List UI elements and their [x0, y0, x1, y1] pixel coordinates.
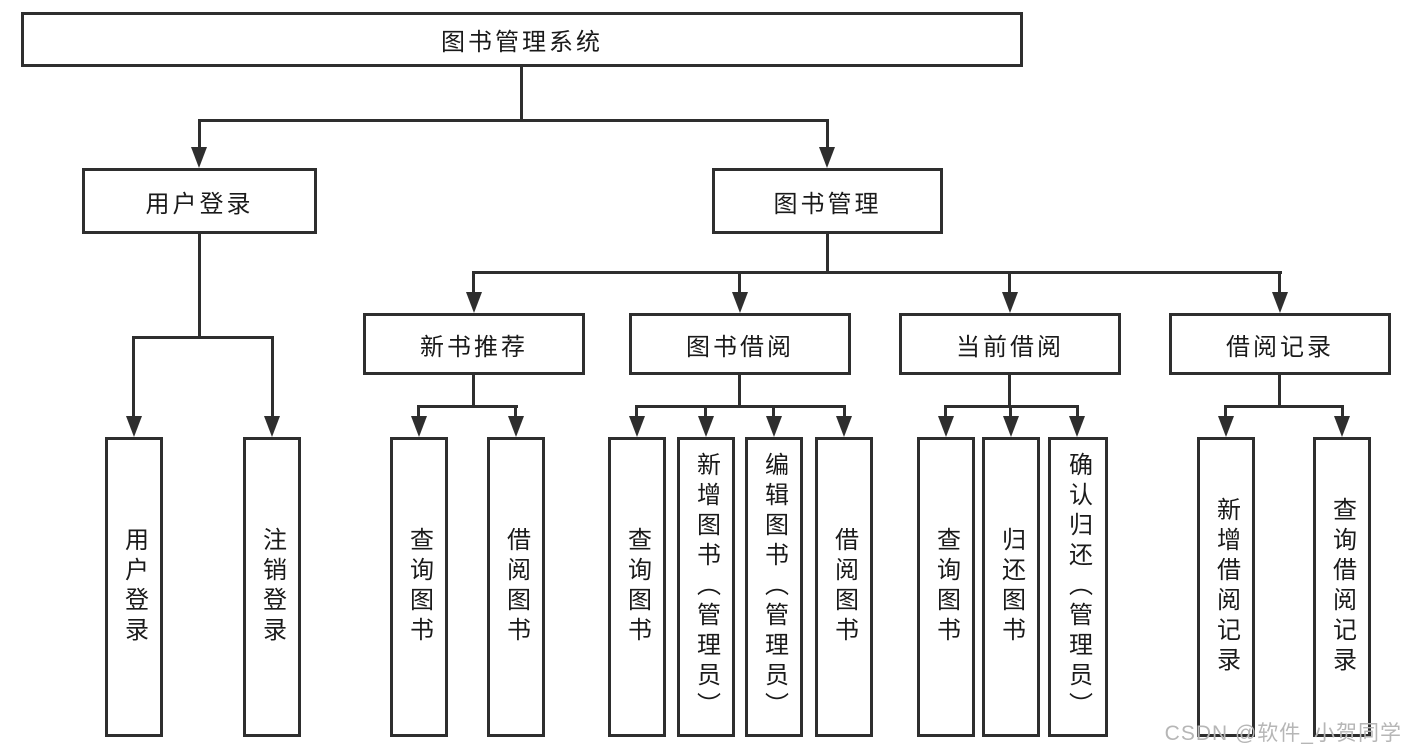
- connector-drop-l3: [738, 271, 741, 297]
- node-label: 当前借阅: [956, 333, 1064, 361]
- leaf-borrow-books-recommend: 借阅图书: [487, 437, 545, 737]
- arrow-down-icon: [1003, 416, 1019, 437]
- arrow-down-icon: [264, 416, 280, 437]
- arrow-down-icon: [508, 416, 524, 437]
- connector-drop-leaf: [704, 405, 707, 420]
- node-library-management-system: 图书管理系统: [21, 12, 1023, 67]
- arrow-down-icon: [698, 416, 714, 437]
- csdn-watermark: CSDN @软件_小贺同学: [1164, 722, 1402, 745]
- connector-drop-leaf: [417, 405, 420, 420]
- node-label: 新书推荐: [420, 333, 528, 361]
- node-label: 注销登录: [258, 527, 286, 647]
- node-label: 查询图书: [405, 527, 433, 647]
- connector-drop-leaf: [132, 336, 135, 419]
- arrow-down-icon: [411, 416, 427, 437]
- leaf-return-book: 归还图书: [982, 437, 1040, 737]
- node-label: 图书管理系统: [441, 29, 603, 56]
- connector-l3-split: [1224, 405, 1344, 408]
- node-label: 新增借阅记录: [1212, 497, 1240, 677]
- node-label: 确认归还（管理员）: [1064, 452, 1092, 722]
- connector-l3-stem: [1278, 375, 1281, 408]
- connector-login-stem: [198, 234, 201, 339]
- node-label: 查询借阅记录: [1328, 497, 1356, 677]
- connector-l3-stem: [738, 375, 741, 408]
- node-borrowing-records: 借阅记录: [1169, 313, 1391, 375]
- leaf-add-book-admin: 新增图书（管理员）: [677, 437, 735, 737]
- arrow-down-icon: [1069, 416, 1085, 437]
- node-label: 借阅图书: [502, 527, 530, 647]
- node-label: 查询图书: [932, 527, 960, 647]
- node-label: 编辑图书（管理员）: [760, 452, 788, 722]
- connector-drop-leaf: [1224, 405, 1227, 420]
- node-label: 查询图书: [623, 527, 651, 647]
- node-book-borrowing: 图书借阅: [629, 313, 851, 375]
- connector-drop-l3: [472, 271, 475, 297]
- leaf-query-books-current: 查询图书: [917, 437, 975, 737]
- connector-drop-l3: [1278, 271, 1281, 297]
- connector-drop-leaf: [843, 405, 846, 420]
- arrow-down-icon: [466, 292, 482, 313]
- connector-drop-leaf: [635, 405, 638, 420]
- connector-l3-stem: [472, 375, 475, 408]
- arrow-down-icon: [766, 416, 782, 437]
- connector-root-split: [198, 119, 829, 122]
- arrow-down-icon: [836, 416, 852, 437]
- arrow-down-icon: [1218, 416, 1234, 437]
- connector-drop-leaf: [1076, 405, 1079, 420]
- leaf-edit-book-admin: 编辑图书（管理员）: [745, 437, 803, 737]
- arrow-down-icon: [126, 416, 142, 437]
- arrow-down-icon: [191, 147, 207, 168]
- node-label: 图书借阅: [686, 333, 794, 361]
- connector-drop-book-mgmt: [826, 119, 829, 151]
- connector-drop-leaf: [271, 336, 274, 419]
- node-label: 新增图书（管理员）: [692, 452, 720, 722]
- node-label: 用户登录: [145, 190, 254, 218]
- node-user-login: 用户登录: [82, 168, 317, 234]
- connector-drop-leaf: [772, 405, 775, 420]
- connector-login-split: [132, 336, 274, 339]
- node-label: 借阅记录: [1226, 333, 1334, 361]
- connector-l3-split: [417, 405, 518, 408]
- connector-drop-user-login: [198, 119, 201, 151]
- arrow-down-icon: [629, 416, 645, 437]
- leaf-user-login: 用户登录: [105, 437, 163, 737]
- node-new-book-recommend: 新书推荐: [363, 313, 585, 375]
- node-current-borrowing: 当前借阅: [899, 313, 1121, 375]
- connector-mgmt-stem: [826, 234, 829, 274]
- node-book-management: 图书管理: [712, 168, 943, 234]
- leaf-confirm-return-admin: 确认归还（管理员）: [1048, 437, 1108, 737]
- arrow-down-icon: [819, 147, 835, 168]
- node-label: 借阅图书: [830, 527, 858, 647]
- arrow-down-icon: [1272, 292, 1288, 313]
- leaf-query-books-recommend: 查询图书: [390, 437, 448, 737]
- arrow-down-icon: [938, 416, 954, 437]
- connector-mgmt-split: [472, 271, 1282, 274]
- connector-l3-stem: [1008, 375, 1011, 408]
- node-label: 归还图书: [997, 527, 1025, 647]
- leaf-add-borrow-record: 新增借阅记录: [1197, 437, 1255, 737]
- arrow-down-icon: [732, 292, 748, 313]
- connector-drop-leaf: [944, 405, 947, 420]
- leaf-query-books-borrowing: 查询图书: [608, 437, 666, 737]
- connector-l3-split: [635, 405, 846, 408]
- connector-drop-leaf: [514, 405, 517, 420]
- connector-root-stem: [520, 67, 523, 121]
- leaf-query-borrow-record: 查询借阅记录: [1313, 437, 1371, 737]
- connector-drop-leaf: [1341, 405, 1344, 420]
- arrow-down-icon: [1334, 416, 1350, 437]
- connector-drop-leaf: [1009, 405, 1012, 420]
- leaf-borrow-books: 借阅图书: [815, 437, 873, 737]
- connector-drop-l3: [1008, 271, 1011, 297]
- node-label: 图书管理: [773, 190, 882, 218]
- node-label: 用户登录: [120, 527, 148, 647]
- leaf-logout: 注销登录: [243, 437, 301, 737]
- arrow-down-icon: [1002, 292, 1018, 313]
